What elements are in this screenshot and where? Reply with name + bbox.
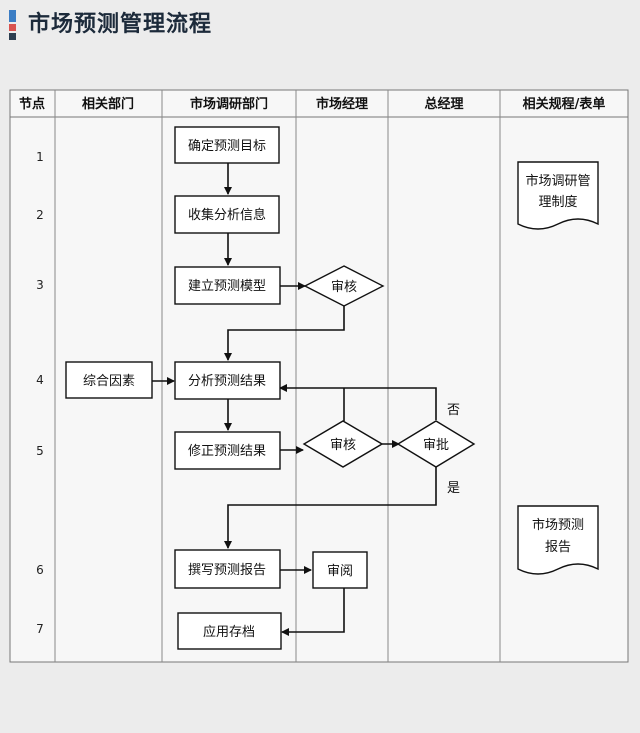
svg-text:撰写预测报告: 撰写预测报告 — [188, 563, 266, 578]
svg-text:确定预测目标: 确定预测目标 — [188, 139, 266, 154]
column-header-general-manager: 总经理 — [424, 96, 463, 112]
svg-text:应用存档: 应用存档 — [203, 624, 255, 640]
column-header-research-dept: 市场调研部门 — [190, 96, 268, 112]
node-number: 6 — [36, 563, 44, 577]
svg-text:修正预测结果: 修正预测结果 — [188, 444, 266, 459]
column-header-market-manager: 市场经理 — [316, 96, 368, 112]
process-collect-info: 收集分析信息 — [174, 195, 280, 234]
svg-text:理制度: 理制度 — [538, 194, 577, 210]
column-dividers — [54, 90, 501, 662]
document-forecast-report: 市场预测 报告 — [517, 505, 599, 575]
node-number: 2 — [36, 208, 44, 222]
svg-text:审核: 审核 — [330, 438, 356, 453]
arrow-approve-no-back — [279, 384, 437, 420]
column-header-related-dept: 相关部门 — [82, 96, 134, 112]
process-confirm-target: 确定预测目标 — [174, 126, 280, 164]
process-revise-result: 修正预测结果 — [174, 431, 281, 470]
label-yes: 是 — [447, 481, 460, 496]
svg-text:分析预测结果: 分析预测结果 — [188, 374, 266, 389]
svg-text:报告: 报告 — [545, 540, 571, 555]
accent-segment-red — [9, 24, 16, 31]
process-build-model: 建立预测模型 — [174, 266, 281, 305]
column-header-procedures-forms: 相关规程/表单 — [523, 96, 606, 112]
arrow-approve-yes — [224, 467, 437, 549]
decision-review-2: 审核 — [302, 420, 384, 468]
title-accent — [9, 10, 16, 40]
node-number: 5 — [36, 444, 44, 458]
title-bar: 市场预测管理流程 — [0, 0, 640, 48]
arrow-read-to-7 — [281, 588, 345, 636]
svg-text:审批: 审批 — [423, 438, 449, 453]
arrow-review-to-4 — [224, 306, 345, 361]
svg-text:审核: 审核 — [331, 280, 357, 295]
process-write-report: 撰写预测报告 — [174, 549, 281, 589]
node-number: 1 — [36, 150, 44, 164]
label-no: 否 — [447, 403, 460, 418]
process-analyze-result: 分析预测结果 — [174, 361, 281, 400]
process-read-review: 审阅 — [312, 551, 368, 589]
node-number: 3 — [36, 278, 44, 292]
page-title: 市场预测管理流程 — [28, 12, 213, 37]
connectors — [152, 163, 437, 636]
svg-text:综合因素: 综合因素 — [83, 374, 135, 389]
accent-segment-blue — [9, 10, 16, 22]
svg-text:审阅: 审阅 — [327, 564, 353, 579]
svg-text:收集分析信息: 收集分析信息 — [188, 207, 266, 223]
accent-segment-dark — [9, 33, 16, 40]
node-number: 7 — [36, 622, 44, 636]
decision-approve: 审批 — [396, 420, 476, 468]
decision-review-1: 审核 — [303, 265, 385, 307]
process-apply-archive: 应用存档 — [177, 612, 282, 650]
column-header-node: 节点 — [19, 96, 45, 112]
node-number: 4 — [36, 373, 44, 387]
svg-text:建立预测模型: 建立预测模型 — [188, 279, 266, 294]
svg-text:市场预测: 市场预测 — [532, 517, 584, 533]
document-research-management-system: 市场调研管 理制度 — [517, 161, 599, 230]
process-comprehensive-factors: 综合因素 — [65, 361, 153, 399]
svg-text:市场调研管: 市场调研管 — [525, 173, 590, 189]
